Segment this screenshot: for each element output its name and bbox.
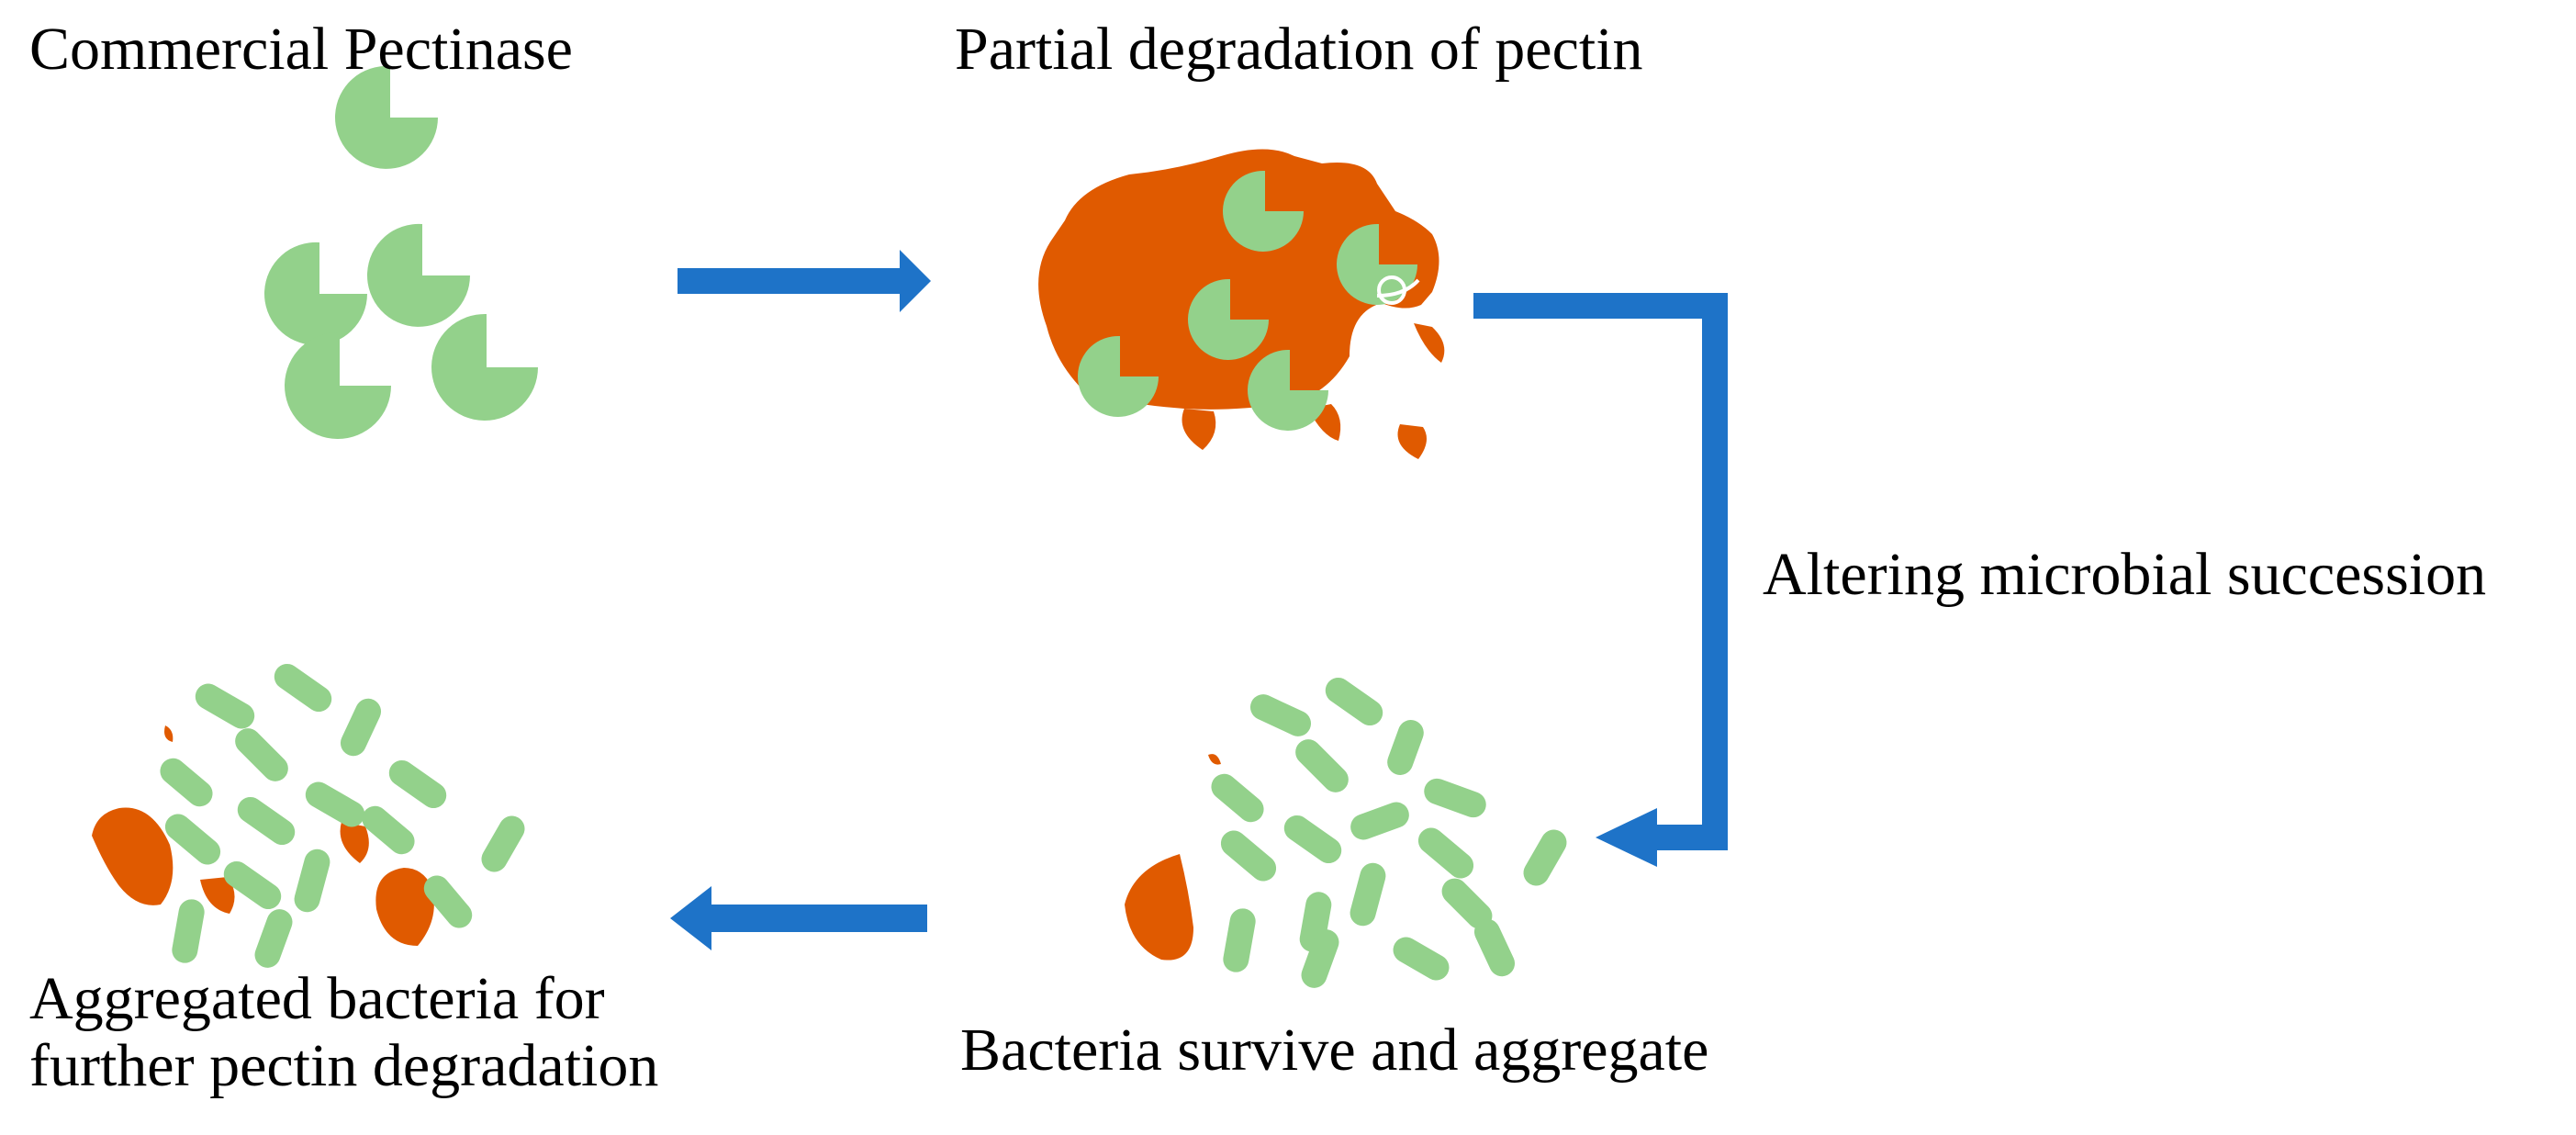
label-aggregated-line-2: further pectin degradation	[29, 1031, 659, 1099]
bacterium-icon	[237, 796, 296, 846]
bacterium-icon	[195, 683, 255, 729]
pectin-fragment	[375, 868, 434, 946]
label-commercial-pectinase: Commercial Pectinase	[29, 16, 573, 83]
bacterium-icon	[223, 860, 282, 910]
label-aggregated-bacteria: Aggregated bacteria for further pectin d…	[29, 965, 659, 1099]
arrow-connector	[1473, 293, 1728, 850]
bacterium-icon	[164, 814, 221, 865]
bacterium-icon	[1283, 815, 1342, 864]
bacteria-survive-group	[1125, 677, 1567, 988]
pectin-fragment	[1397, 424, 1427, 459]
bacterium-icon	[1473, 918, 1516, 977]
bacterium-icon	[160, 758, 213, 807]
enzyme-icon	[335, 65, 438, 169]
bacterium-icon	[254, 909, 293, 968]
enzyme-icon	[367, 223, 470, 327]
bacterium-icon	[1211, 773, 1264, 823]
bacterium-icon	[235, 728, 288, 781]
pectin-fragment	[92, 807, 174, 905]
label-aggregated-line-1: Aggregated bacteria for	[29, 965, 605, 1032]
pectin-fragment	[164, 725, 174, 742]
pectin-fragment	[1414, 323, 1445, 363]
enzyme-group	[264, 65, 538, 439]
enzyme-icon	[285, 332, 391, 439]
enzyme-icon	[1337, 223, 1417, 305]
bacterium-icon	[1223, 908, 1256, 972]
enzyme-icon	[1078, 335, 1159, 417]
pectin-degradation-group	[1038, 149, 1445, 459]
bacterium-icon	[1220, 830, 1277, 882]
bacterium-icon	[340, 698, 382, 757]
enzyme-icon	[264, 242, 367, 345]
label-bacteria-survive: Bacteria survive and aggregate	[960, 1017, 1709, 1084]
cleavage-mark	[1376, 278, 1420, 298]
bacterium-icon	[388, 759, 447, 809]
pectin-fragment	[1208, 754, 1221, 765]
bacterium-icon	[274, 663, 332, 713]
bacterium-icon	[423, 875, 473, 928]
pectin-fragment	[1125, 854, 1193, 961]
bacterium-icon	[1249, 694, 1312, 736]
bacterium-icon	[1393, 937, 1450, 981]
bacteria-aggregated-group	[92, 663, 525, 968]
bacterium-icon	[1295, 739, 1349, 792]
bacterium-icon	[1350, 862, 1386, 927]
bacterium-icon	[1350, 802, 1409, 840]
enzyme-icon	[431, 313, 538, 421]
enzyme-icon	[1223, 170, 1304, 252]
bacterium-icon	[1523, 829, 1567, 886]
bacterium-icon	[172, 899, 205, 963]
bacterium-icon	[481, 815, 525, 872]
pectin-fragment	[200, 877, 235, 914]
enzyme-icon	[1188, 278, 1269, 360]
bacterium-icon	[1417, 827, 1474, 879]
bacterium-icon	[294, 848, 330, 913]
bacterium-icon	[1325, 677, 1383, 726]
arrow-right	[678, 250, 931, 312]
bacterium-icon	[362, 805, 415, 855]
bacterium-icon	[305, 781, 365, 827]
pectin-fragment	[340, 822, 369, 863]
pectin-fragment	[1038, 149, 1439, 410]
bacterium-icon	[1387, 720, 1424, 775]
bacterium-icon	[1424, 778, 1486, 818]
pectin-fragment	[1182, 409, 1216, 450]
bacterium-icon	[1301, 929, 1339, 988]
label-altering-succession: Altering microbial succession	[1763, 541, 2487, 608]
arrow-left	[670, 886, 927, 950]
enzyme-icon	[1247, 349, 1328, 431]
bacterium-icon	[1441, 878, 1493, 929]
label-partial-degradation: Partial degradation of pectin	[955, 16, 1643, 83]
arrow-connector-head	[1596, 808, 1657, 867]
